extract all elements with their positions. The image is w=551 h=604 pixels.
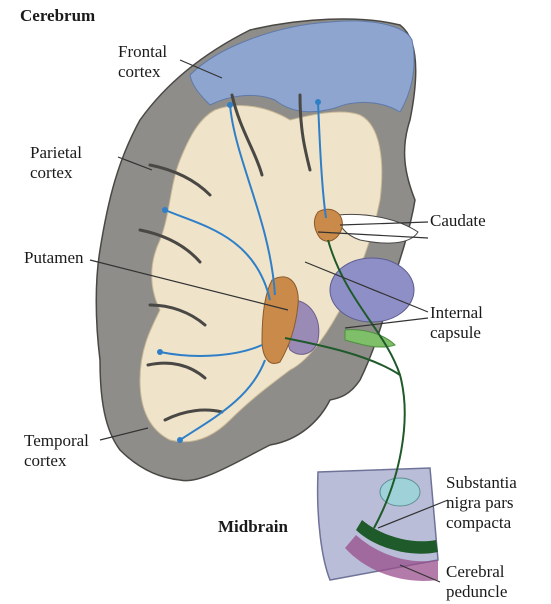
label-midbrain: Midbrain xyxy=(218,517,288,537)
label-frontal-cortex: Frontal cortex xyxy=(118,42,167,82)
label-cerebral-peduncle: Cerebral peduncle xyxy=(446,562,507,602)
label-putamen: Putamen xyxy=(24,248,84,268)
label-caudate: Caudate xyxy=(430,211,486,231)
diagram-title: Cerebrum xyxy=(20,6,95,26)
frontal-cortex-region xyxy=(190,21,414,112)
label-internal-capsule: Internal capsule xyxy=(430,303,483,343)
label-parietal-cortex: Parietal cortex xyxy=(30,143,82,183)
label-substantia-nigra: Substantia nigra pars compacta xyxy=(446,473,517,533)
thalamus xyxy=(330,258,414,322)
label-temporal-cortex: Temporal cortex xyxy=(24,431,89,471)
